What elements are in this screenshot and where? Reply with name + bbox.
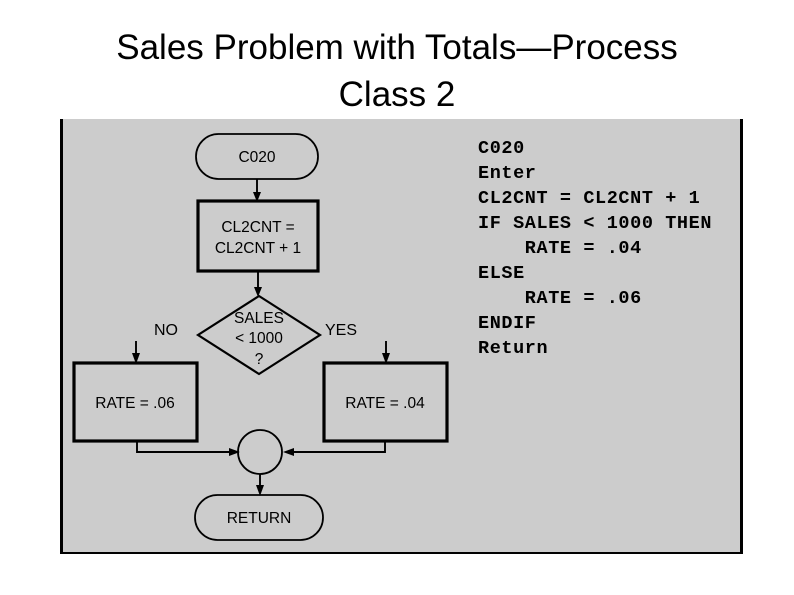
flow-node-start[interactable]: C020 xyxy=(195,133,319,180)
connector-rate-no-to-junction xyxy=(136,441,240,456)
connector-junction-to-return xyxy=(256,474,264,496)
flow-node-increment-line2: CL2CNT + 1 xyxy=(215,240,301,257)
branch-label-yes: YES xyxy=(325,322,357,339)
connector-start-to-increment xyxy=(253,179,261,202)
content-panel: C020 CL2CNT = CL2CNT + 1 SALES xyxy=(60,119,743,554)
flow-node-decision-line1: SALES xyxy=(234,310,284,327)
flow-node-start-label: C020 xyxy=(238,149,275,166)
flow-node-decision-line2: < 1000 xyxy=(235,330,283,347)
flow-node-rate-no-label: RATE = .06 xyxy=(95,395,174,412)
page-title: Sales Problem with Totals—Process Class … xyxy=(116,28,678,114)
pseudocode-block: C020 Enter CL2CNT = CL2CNT + 1 IF SALES … xyxy=(478,138,713,359)
flow-node-return[interactable]: RETURN xyxy=(194,494,324,541)
flow-node-decision[interactable]: SALES < 1000 ? xyxy=(195,294,323,376)
flow-node-return-label: RETURN xyxy=(227,510,292,527)
flow-node-decision-line3: ? xyxy=(255,351,264,368)
flow-node-increment[interactable]: CL2CNT = CL2CNT + 1 xyxy=(196,199,320,273)
connector-decision-yes xyxy=(382,341,390,364)
branch-label-no: NO xyxy=(154,322,178,339)
flow-node-increment-line1: CL2CNT = xyxy=(221,219,294,236)
process-class-2-flowchart: C020 CL2CNT = CL2CNT + 1 SALES xyxy=(72,133,449,541)
flow-node-rate-yes-label: RATE = .04 xyxy=(345,395,425,412)
connector-decision-no xyxy=(132,341,140,364)
connector-increment-to-decision xyxy=(254,271,262,297)
flow-node-rate-no[interactable]: RATE = .06 xyxy=(72,361,199,443)
connector-rate-yes-to-junction xyxy=(283,441,386,456)
flow-node-rate-yes[interactable]: RATE = .04 xyxy=(322,361,449,443)
flow-node-junction[interactable] xyxy=(237,429,283,475)
